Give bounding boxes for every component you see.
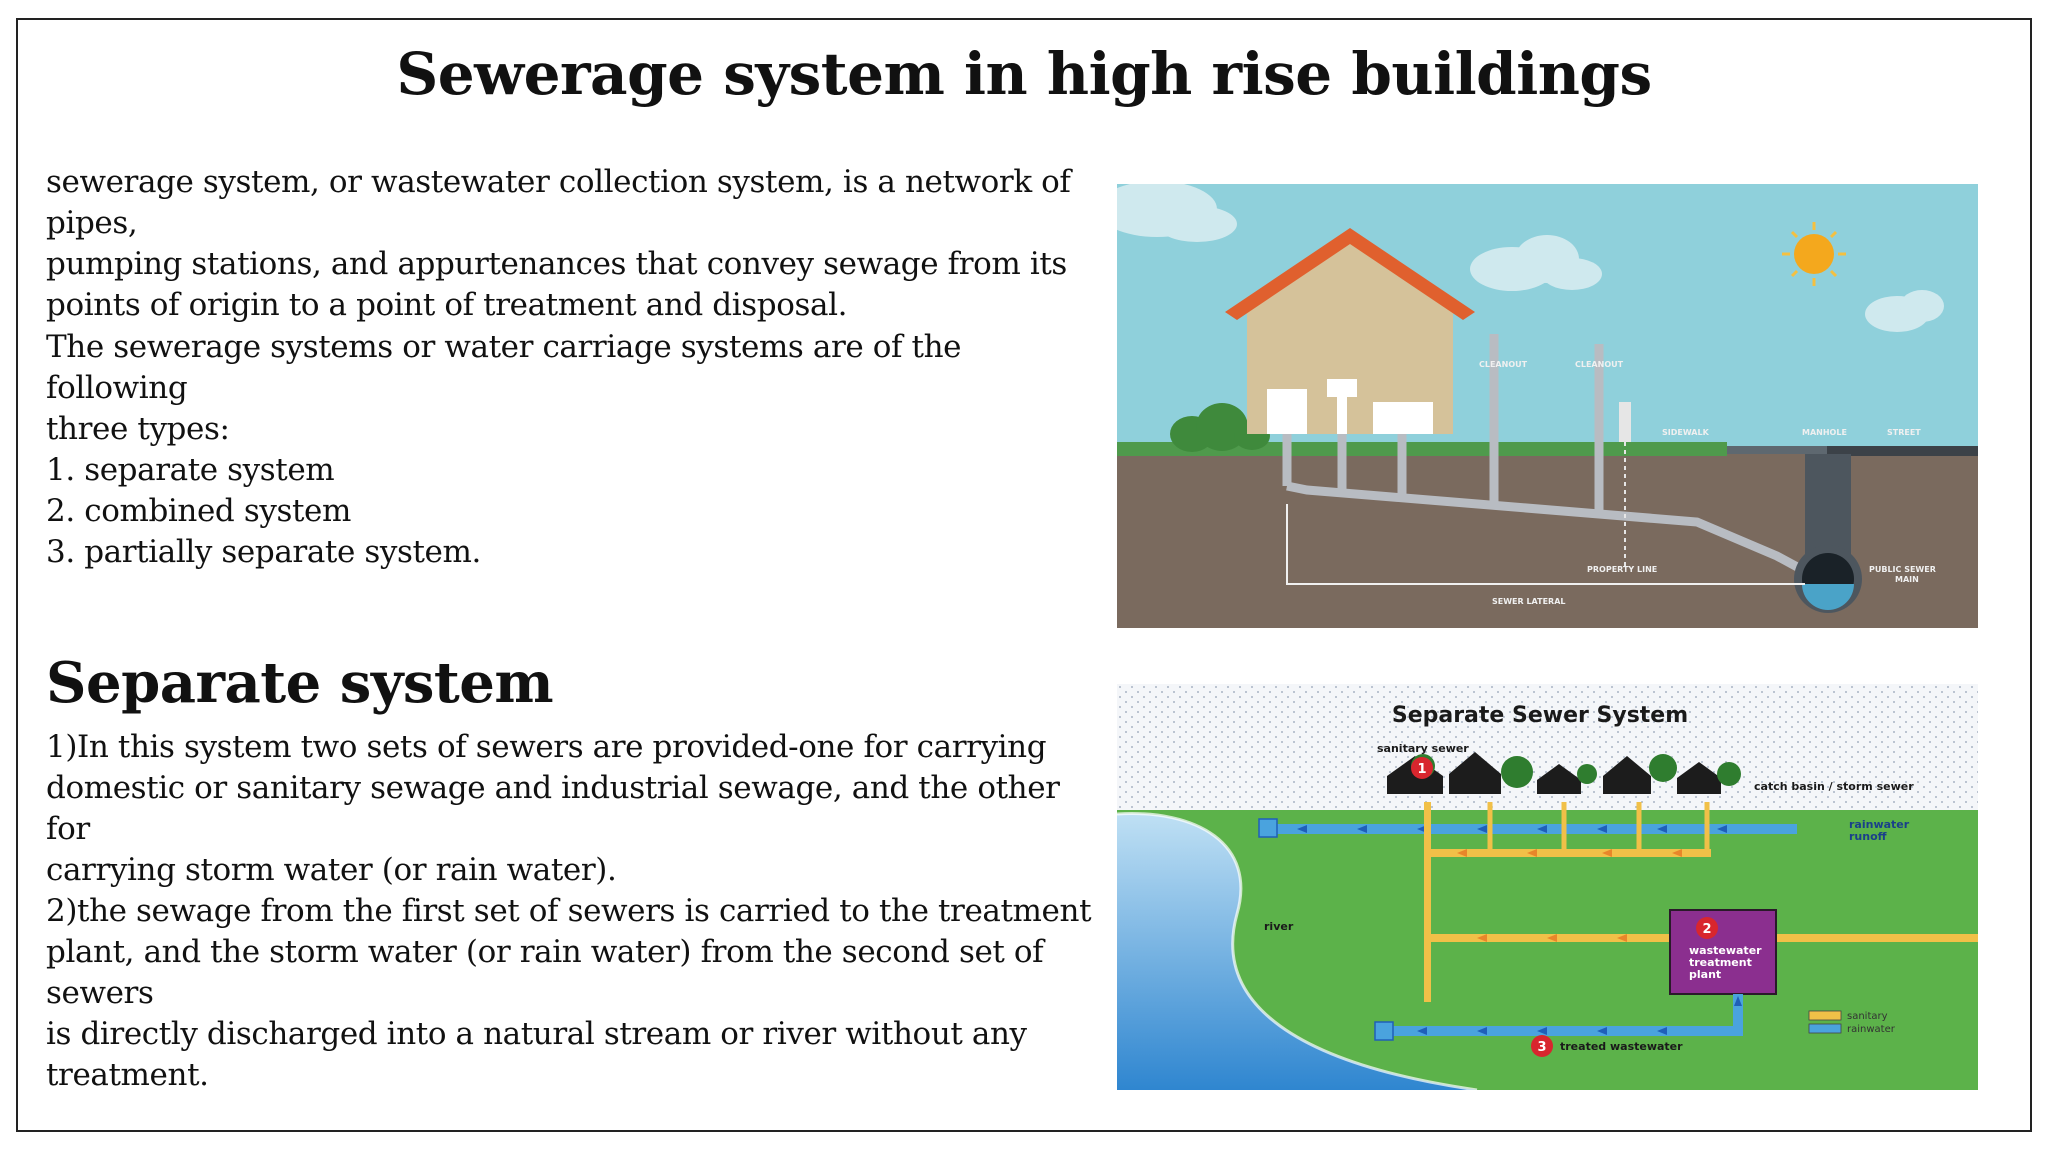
lawn [1117,442,1727,456]
river-label: river [1264,920,1294,933]
marker-1-label: 1 [1417,762,1426,777]
rainwater-runoff-label: runoff [1849,830,1887,843]
marker-1 [1411,757,1433,779]
trees [1411,754,1741,788]
slide-frame [16,18,2032,1132]
public-sewer-label: PUBLIC SEWER [1869,565,1936,574]
legend: sanitary rainwater [1808,1010,1896,1035]
legend-label-rainwater: rainwater [1847,1024,1896,1035]
sun-icon [1782,222,1846,286]
treatment-plant-label: plant [1689,968,1721,981]
house-sewer-illustration: CLEANOUT CLEANOUT SIDEWALK MANHOLE STREE… [1097,181,1978,628]
types-line: three types: [46,411,230,447]
manhole-label: MANHOLE [1802,428,1847,437]
separate-line: plant, and the storm water (or rain wate… [46,934,1044,1011]
intro-paragraph: sewerage system, or wastewater collectio… [46,162,1106,326]
house [1225,228,1475,434]
marker-3-label: 3 [1537,1040,1546,1055]
intro-line: sewerage system, or wastewater collectio… [46,164,1071,241]
intro-line: pumping stations, and appurtenances that… [46,246,1067,282]
intro-line: points of origin to a point of treatment… [46,287,848,323]
separate-sewer-diagram: 1 2 3 sanitary rainwater Separate Sewer … [1116,684,1979,1092]
separate-line: is directly discharged into a natural st… [46,1016,1027,1052]
treated-wastewater-label: treated wastewater [1560,1040,1683,1053]
rainwater-runoff-label: rainwater [1849,818,1910,831]
clouds [1097,181,1944,332]
river [1117,813,1477,1090]
sidewalk-label: SIDEWALK [1662,428,1710,437]
cleanout-label: CLEANOUT [1575,360,1624,369]
separate-line: domestic or sanitary sewage and industri… [46,770,1060,847]
types-line: 1. separate system [46,452,335,488]
sewer-lateral-label: SEWER LATERAL [1492,597,1566,606]
types-paragraph: The sewerage systems or water carriage s… [46,327,1106,573]
sanitary-sewer-label: sanitary sewer [1377,742,1469,755]
diagram-title: Separate Sewer System [1392,703,1688,728]
legend-swatch-sanitary [1808,1010,1842,1021]
section-heading: Separate system [46,650,554,716]
cleanout-label: CLEANOUT [1479,360,1528,369]
separate-line: 1)In this system two sets of sewers are … [46,729,1047,765]
separate-line: carrying storm water (or rain water). [46,852,617,888]
marker-3 [1531,1035,1553,1057]
types-line: 2. combined system [46,493,351,529]
sewer-pipes [1282,334,1828,586]
river-bank [1116,812,1478,1092]
slide-title: Sewerage system in high rise buildings [396,40,1652,108]
sidewalk [1727,446,1827,454]
marker-2-label: 2 [1702,922,1711,937]
legend-swatch-rainwater [1808,1023,1842,1034]
types-line: 3. partially separate system. [46,534,481,570]
property-line-label: PROPERTY LINE [1587,565,1657,574]
public-sewer-label: MAIN [1895,575,1919,584]
treatment-plant [1669,909,1777,995]
legend-label-sanitary: sanitary [1847,1011,1888,1022]
catch-basin-label: catch basin / storm sewer [1754,780,1914,793]
manhole [1794,454,1862,613]
separate-line: treatment. [46,1057,209,1093]
property-post [1619,402,1631,442]
step-markers [1411,757,1718,1057]
treatment-plant-label: treatment [1689,956,1752,969]
separate-line: 2)the sewage from the first set of sewer… [46,893,1092,929]
sewer-lateral-bracket [1286,504,1805,585]
treated-wastewater-pipe [1374,994,1743,1041]
marker-2 [1696,917,1718,939]
types-line: The sewerage systems or water carriage s… [46,329,962,406]
separate-system-paragraph: 1)In this system two sets of sewers are … [46,727,1106,1096]
street [1827,446,1978,456]
street-label: STREET [1887,428,1921,437]
treatment-plant-label: wastewater [1689,944,1762,957]
